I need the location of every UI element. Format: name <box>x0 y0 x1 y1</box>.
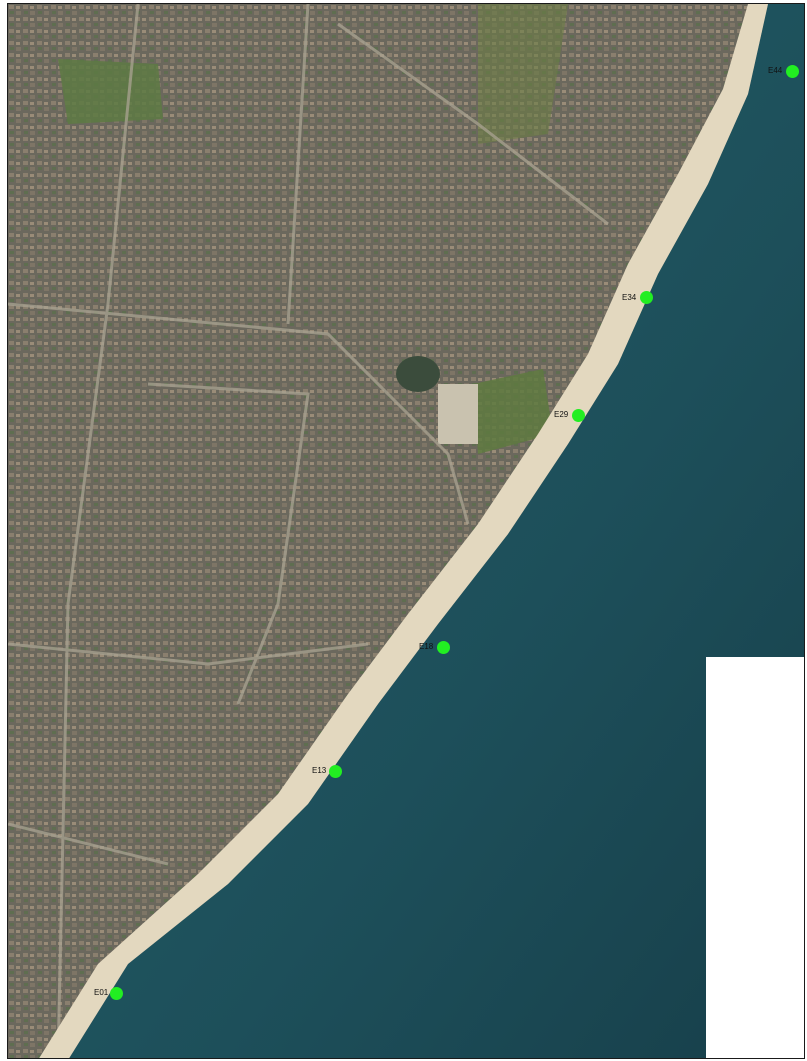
marker-label-e34: E34 <box>622 293 637 302</box>
field <box>478 4 568 144</box>
marker-label-e13: E13 <box>312 766 327 775</box>
marker-label-e29: E29 <box>554 410 569 419</box>
marker-label-e01: E01 <box>94 988 109 997</box>
blank-panel <box>706 657 804 1058</box>
marker-e34[interactable] <box>640 291 653 304</box>
marker-label-e44: E44 <box>768 66 783 75</box>
marker-e44[interactable] <box>786 65 799 78</box>
marker-e29[interactable] <box>572 409 585 422</box>
sea <box>69 4 804 1058</box>
pond <box>396 356 440 392</box>
aerial-map[interactable]: E44 E34 E29 E18 E13 E01 <box>7 3 805 1059</box>
roads <box>8 4 609 1058</box>
marker-e18[interactable] <box>437 641 450 654</box>
marker-label-e18: E18 <box>419 642 434 651</box>
green-area <box>473 369 553 454</box>
park-area <box>58 59 163 124</box>
car-park <box>438 384 478 444</box>
aerial-imagery <box>8 4 804 1058</box>
marker-e13[interactable] <box>329 765 342 778</box>
marker-e01[interactable] <box>110 987 123 1000</box>
beach <box>39 4 768 1058</box>
